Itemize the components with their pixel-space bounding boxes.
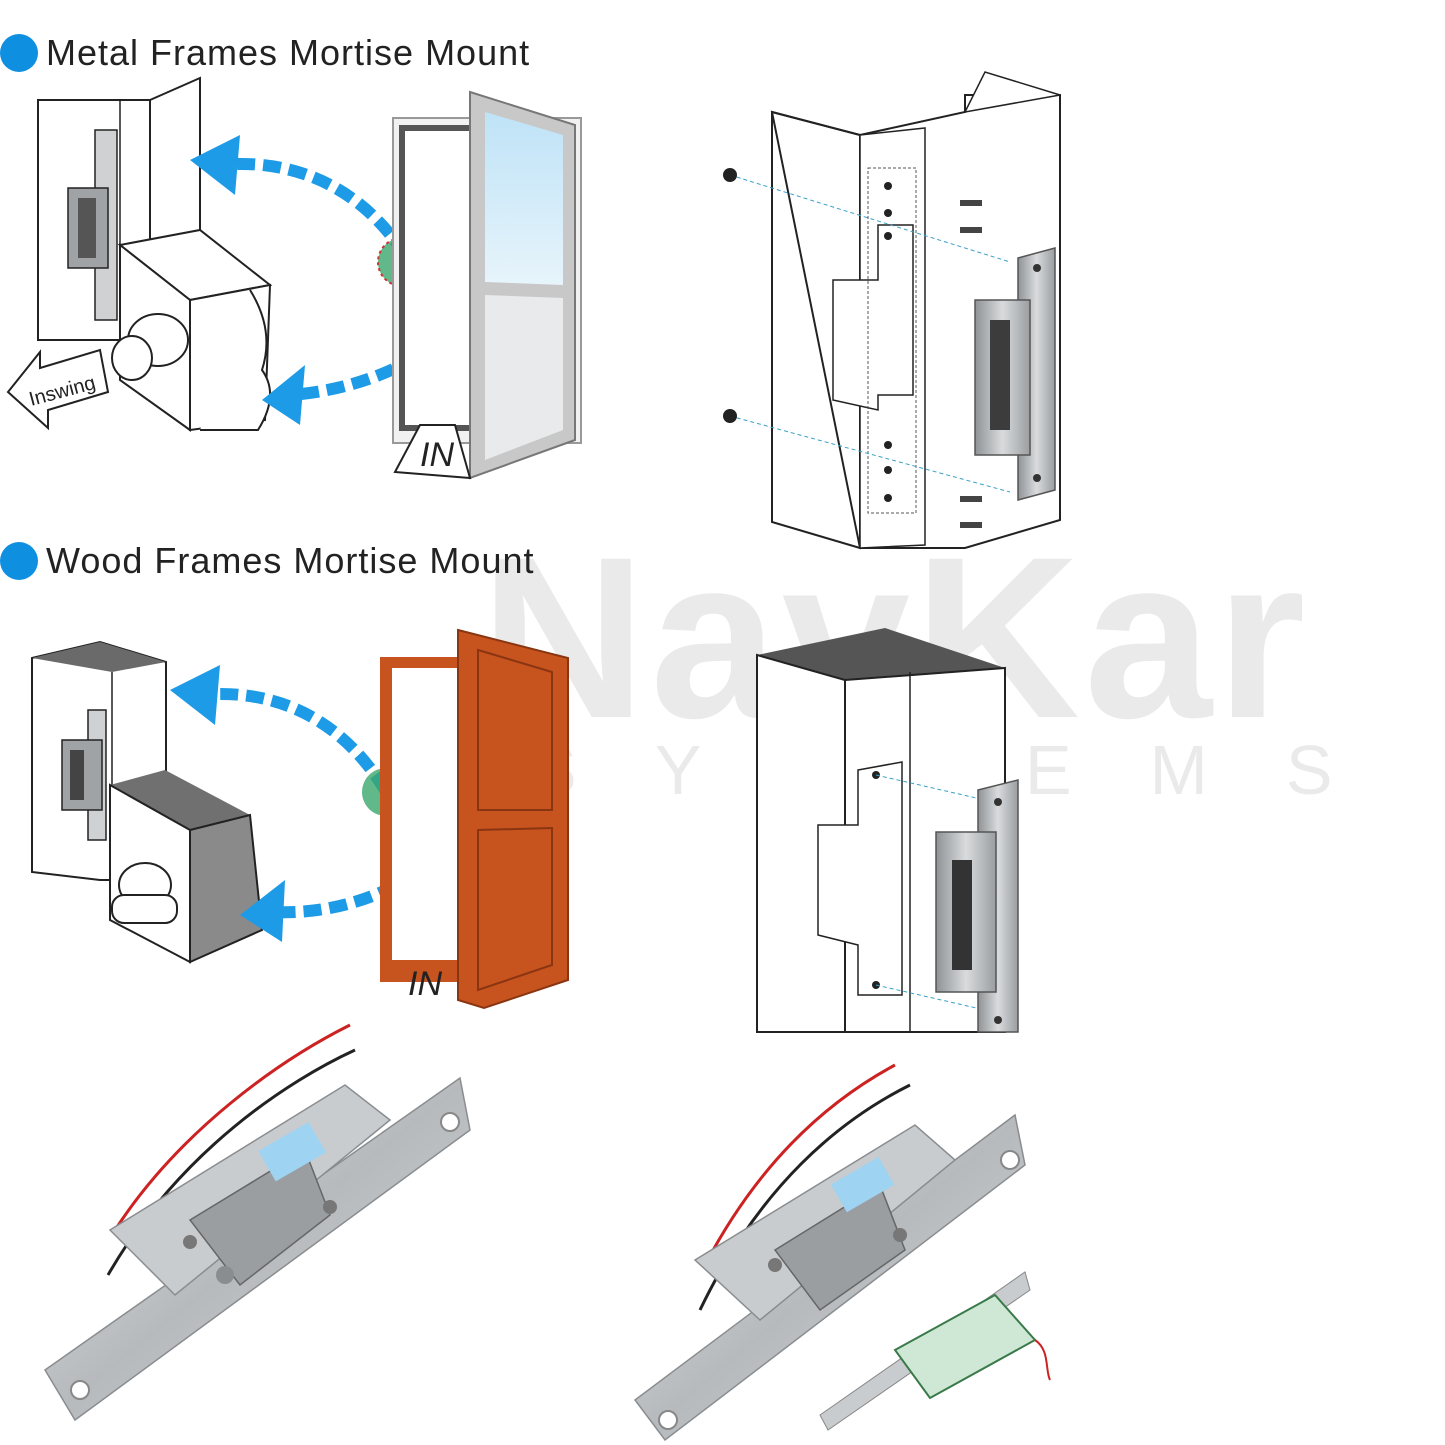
in-label: IN — [408, 965, 442, 1003]
inswing-arrow-icon — [6, 348, 110, 431]
wood-install-exploded-view — [756, 628, 1019, 1033]
product-label-sticker — [258, 1122, 326, 1182]
metal-door-illustration: IN — [392, 90, 582, 480]
heading-text: Metal Frames Mortise Mount — [46, 32, 531, 73]
wood-frames-heading: Wood Frames Mortise Mount — [0, 540, 534, 582]
metal-frame-diagram: Inswing — [6, 76, 273, 432]
metal-install-exploded-view — [723, 71, 1061, 550]
screw-head-icon — [723, 409, 737, 423]
wood-door-illustration: IN — [380, 628, 569, 1010]
bullet-dot-icon — [0, 542, 38, 580]
bullet-dot-icon — [0, 34, 38, 72]
metal-frames-heading: Metal Frames Mortise Mount — [0, 32, 530, 74]
power-module — [893, 1293, 1037, 1400]
heading-text: Wood Frames Mortise Mount — [46, 540, 535, 581]
wood-frame-diagram — [31, 640, 264, 964]
in-label: IN — [420, 436, 454, 474]
screw-head-icon — [723, 168, 737, 182]
product-photo-strike-left — [43, 1023, 471, 1422]
product-photo-strike-right — [633, 1063, 1051, 1442]
